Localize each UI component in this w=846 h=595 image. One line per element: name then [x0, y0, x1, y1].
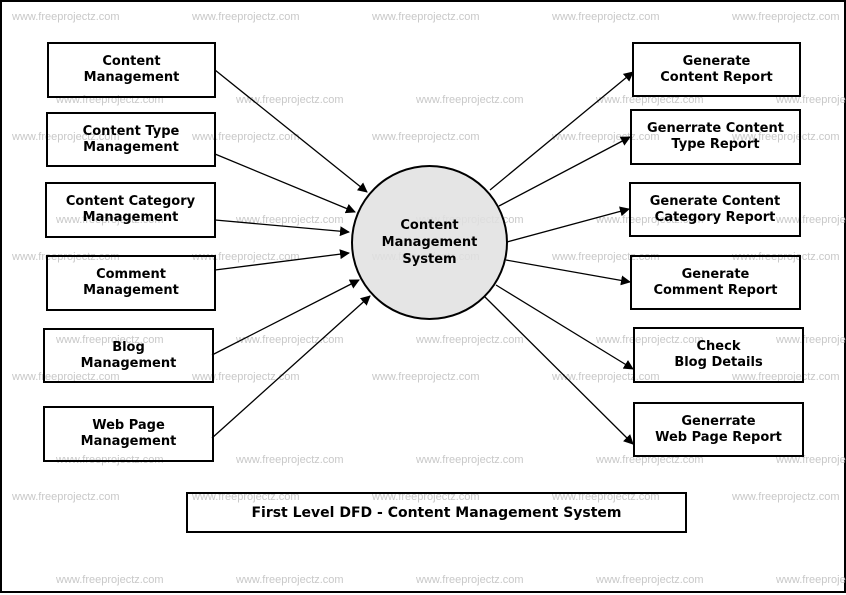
process-label: Content Management System: [381, 218, 478, 267]
output-generate-content-report: Generate Content Report: [632, 42, 801, 97]
diagram-caption: First Level DFD - Content Management Sys…: [186, 492, 687, 533]
data-flow-arrow-in: [214, 69, 368, 193]
entity-content-type-management: Content Type Management: [46, 112, 216, 167]
data-flow-arrow-out: [495, 284, 634, 370]
data-flow-arrow-in: [211, 295, 371, 439]
entity-comment-management: Comment Management: [46, 255, 216, 311]
process-content-management-system: Content Management System: [351, 165, 508, 320]
data-flow-arrow-out: [498, 136, 631, 207]
data-flow-arrow-in: [214, 153, 356, 214]
output-check-blog-details: Check Blog Details: [633, 327, 804, 383]
data-flow-arrow-in: [214, 219, 350, 237]
entity-content-category-management: Content Category Management: [45, 182, 216, 238]
caption-text: First Level DFD - Content Management Sys…: [251, 504, 622, 521]
output-label: Generate Content Report: [660, 53, 773, 85]
entity-label: Web Page Management: [80, 418, 177, 449]
entity-label: Content Management: [83, 54, 180, 85]
data-flow-arrow-out: [506, 206, 630, 243]
output-label: Generate Content Category Report: [649, 193, 781, 225]
entity-label: Blog Management: [80, 339, 177, 371]
entity-web-page-management: Web Page Management: [43, 406, 214, 462]
output-label: Generate Comment Report: [653, 266, 778, 298]
output-label: Check Blog Details: [674, 339, 763, 370]
entity-label: Content Category Management: [65, 194, 196, 225]
output-generrate-content-type-report: Generrate Content Type Report: [630, 109, 801, 165]
output-generrate-web-page-report: Generrate Web Page Report: [633, 402, 804, 457]
entity-content-management: Content Management: [47, 42, 216, 98]
entity-label: Comment Management: [83, 267, 179, 298]
entity-label: Content Type Management: [82, 123, 180, 155]
entity-blog-management: Blog Management: [43, 328, 214, 383]
data-flow-arrow-out: [505, 259, 631, 286]
output-label: Generrate Content Type Report: [647, 121, 784, 152]
output-label: Generrate Web Page Report: [655, 413, 782, 445]
output-generate-comment-report: Generate Comment Report: [630, 255, 801, 310]
data-flow-arrow-in: [214, 249, 350, 271]
data-flow-arrow-in: [211, 279, 360, 356]
data-flow-arrow-out: [484, 296, 634, 445]
output-generate-content-category-report: Generate Content Category Report: [629, 182, 801, 237]
data-flow-arrow-out: [489, 71, 634, 191]
